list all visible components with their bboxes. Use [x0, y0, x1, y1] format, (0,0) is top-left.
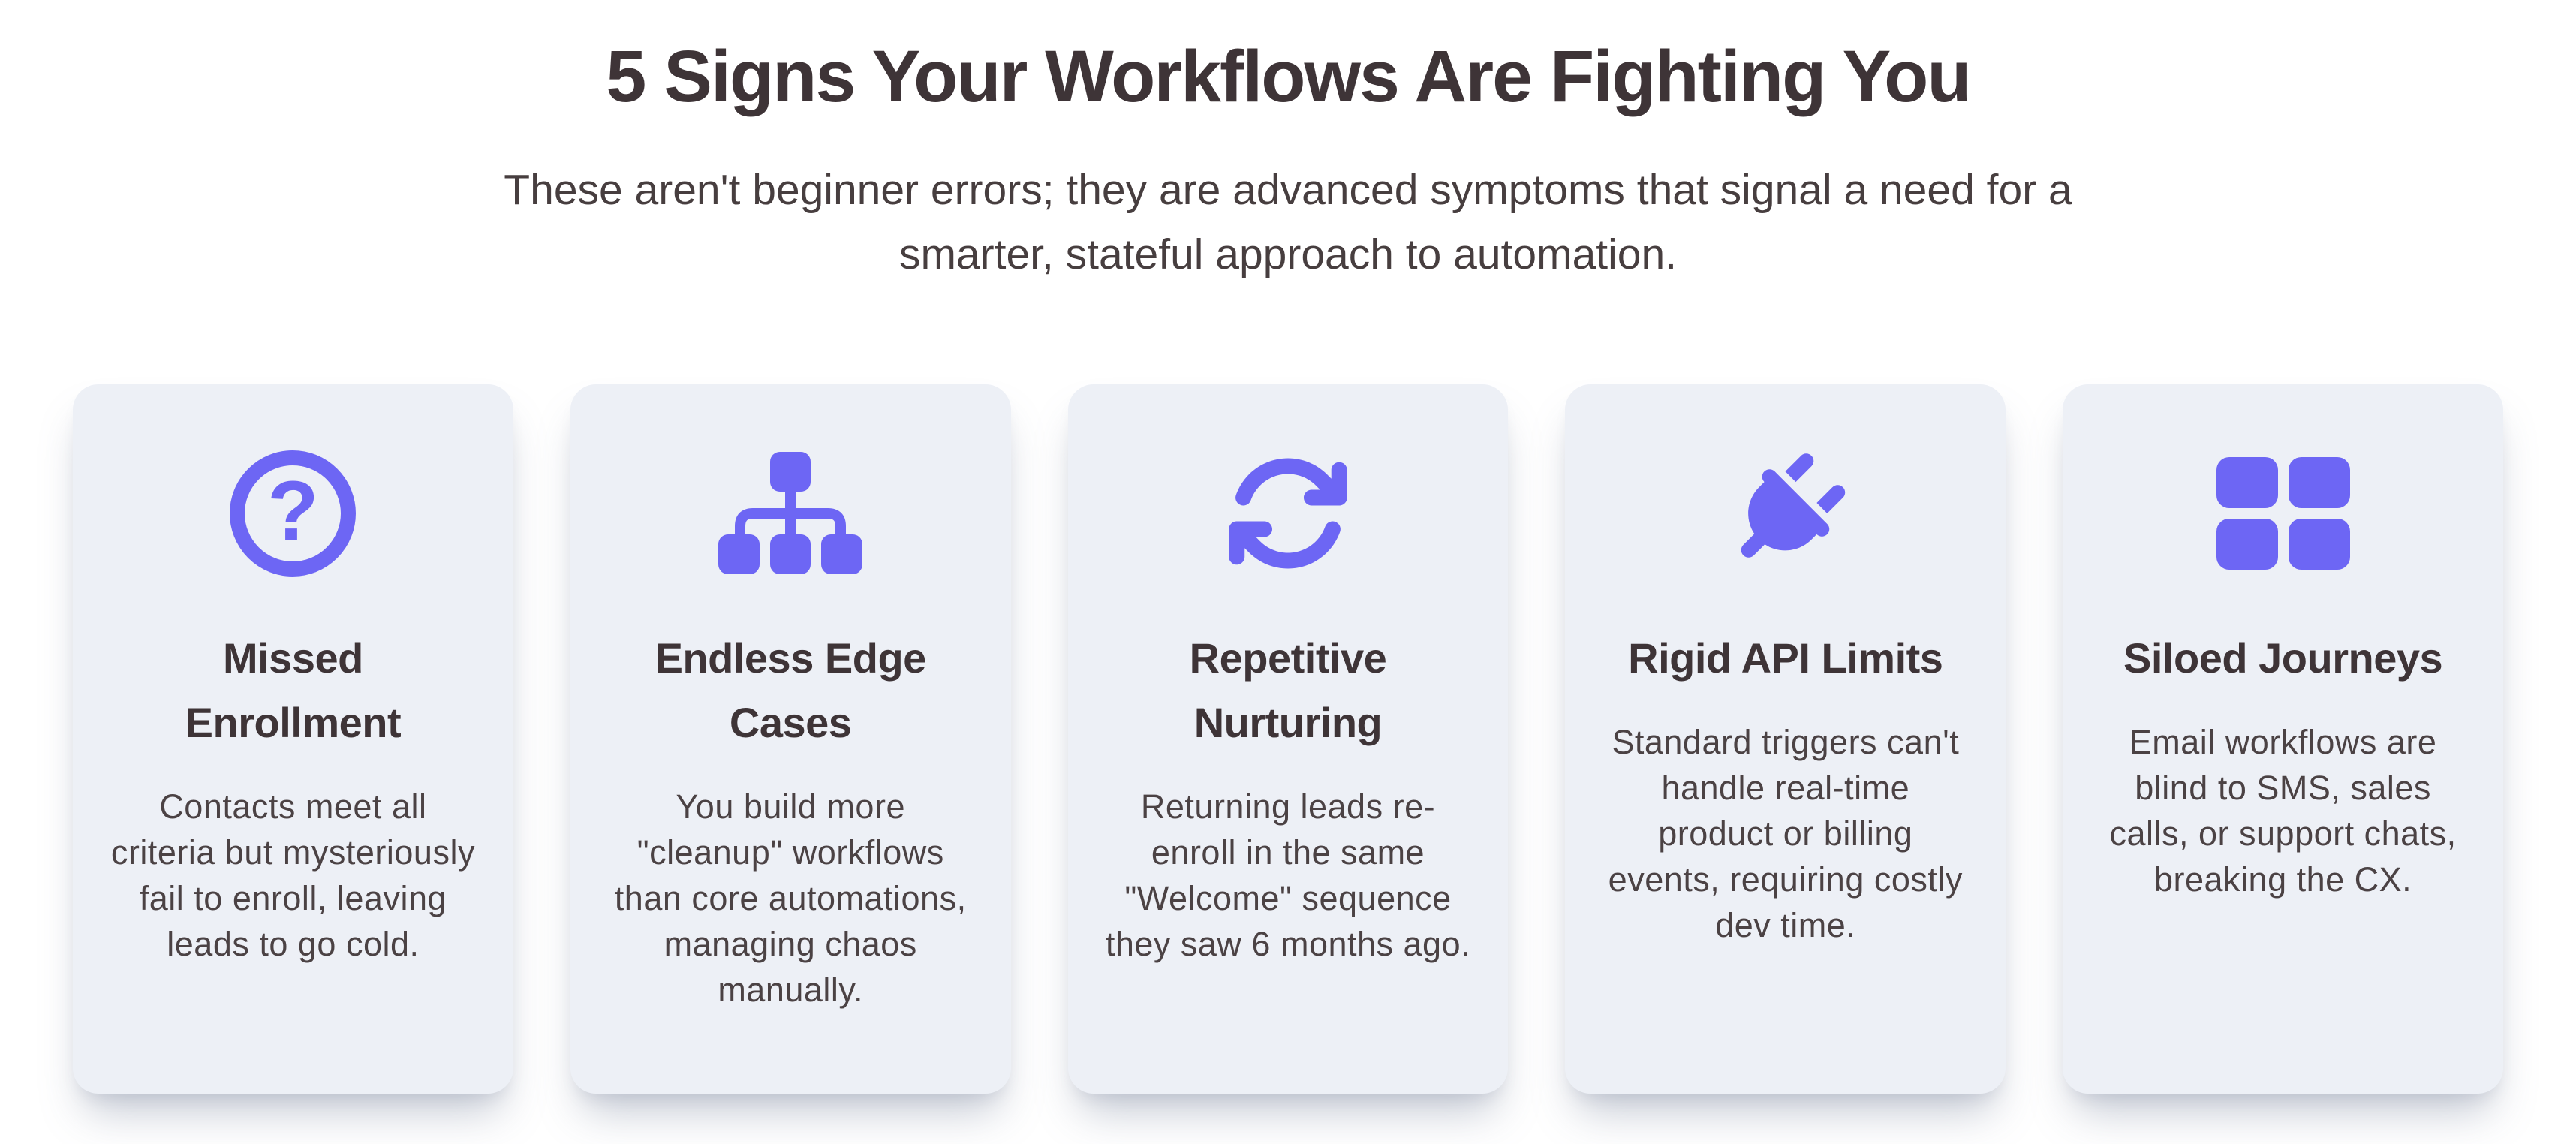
- card-description: Contacts meet all criteria but mysteriou…: [110, 787, 475, 964]
- card-siloed-journeys: Siloed Journeys Email workflows are blin…: [2063, 384, 2503, 1094]
- page-subtitle: These aren't beginner errors; they are a…: [504, 166, 2072, 279]
- sync-arrows-icon: [1229, 458, 1347, 569]
- circle-question-icon: ?: [230, 450, 357, 577]
- card-description: You build more "cleanup" workflows than …: [614, 787, 967, 1010]
- icon-area: [608, 449, 974, 578]
- section-header: 5 Signs Your Workflows Are Fighting You …: [0, 33, 2576, 287]
- cards-grid: ? Missed Enrollment Contacts meet all cr…: [73, 384, 2503, 1094]
- card-rigid-api-limits: Rigid API Limits Standard triggers can't…: [1565, 384, 2006, 1094]
- page-root: 5 Signs Your Workflows Are Fighting You …: [0, 33, 2576, 1144]
- page-title: 5 Signs Your Workflows Are Fighting You: [606, 35, 1971, 117]
- card-title: Missed Enrollment: [185, 634, 402, 747]
- question-glyph: ?: [267, 464, 319, 558]
- plug-icon: [1741, 453, 1846, 558]
- card-description: Email workflows are blind to SMS, sales …: [2109, 723, 2457, 899]
- icon-area: [1602, 449, 1968, 578]
- card-description: Standard triggers can't handle real-time…: [1608, 723, 1963, 945]
- grid-cells-icon: [2216, 457, 2350, 570]
- card-title: Endless Edge Cases: [655, 634, 927, 747]
- card-title: Repetitive Nurturing: [1189, 634, 1387, 747]
- card-title: Rigid API Limits: [1628, 634, 1943, 682]
- sitemap-icon: [718, 452, 863, 575]
- plug-icon-rotator: [1712, 440, 1859, 587]
- card-title: Siloed Journeys: [2123, 634, 2443, 682]
- card-description: Returning leads re-enroll in the same "W…: [1105, 787, 1471, 964]
- card-endless-edge-cases: Endless Edge Cases You build more "clean…: [570, 384, 1011, 1094]
- card-repetitive-nurturing: Repetitive Nurturing Returning leads re-…: [1067, 384, 1509, 1094]
- icon-area: ?: [110, 449, 476, 578]
- card-missed-enrollment: ? Missed Enrollment Contacts meet all cr…: [73, 384, 513, 1094]
- icon-area: [2100, 449, 2466, 578]
- icon-area: [1106, 449, 1471, 578]
